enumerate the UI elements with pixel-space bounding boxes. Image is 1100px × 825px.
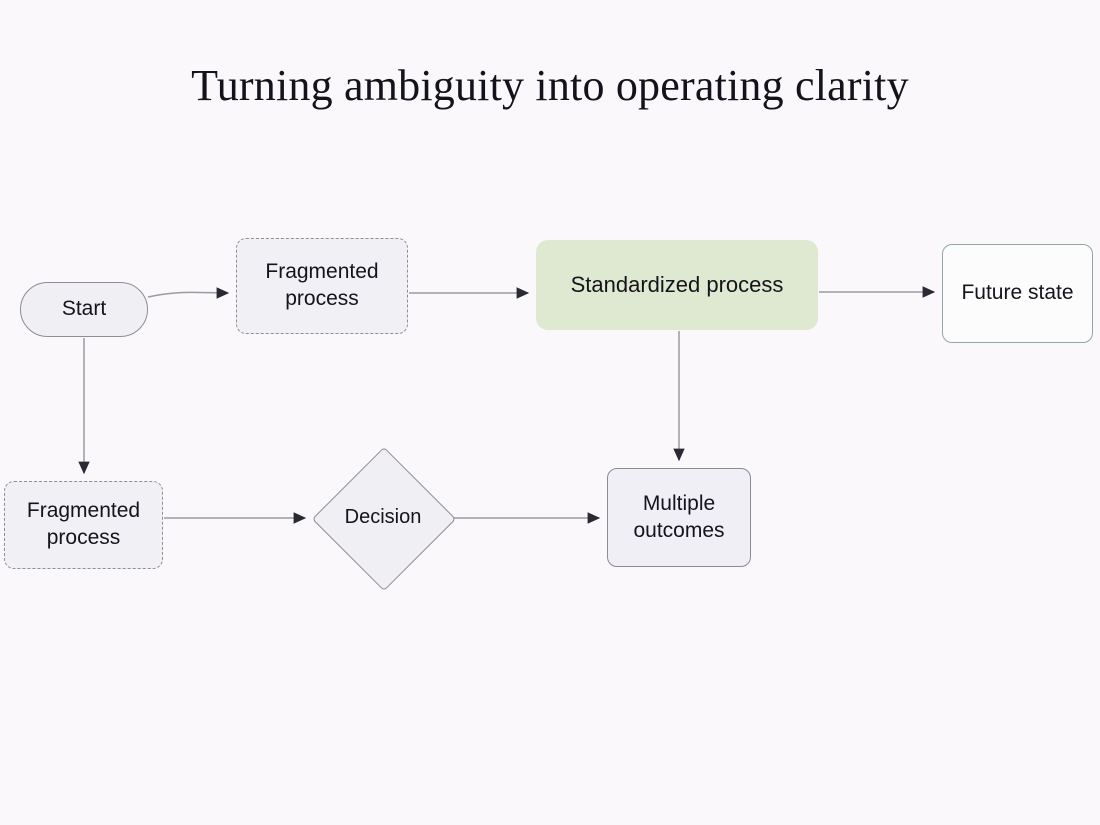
page-title: Turning ambiguity into operating clarity <box>191 61 909 110</box>
node-multiple-outcomes[interactable]: Multiple outcomes <box>607 468 751 567</box>
node-future-state[interactable]: Future state <box>942 244 1093 343</box>
node-decision[interactable]: Decision <box>311 446 457 592</box>
node-decision-label: Decision <box>344 506 422 529</box>
edge-start-to-fragmented-top <box>147 287 230 299</box>
node-start[interactable]: Start <box>20 282 148 337</box>
node-fragmented-process-top[interactable]: Fragmented process <box>236 238 408 334</box>
node-standardized-process[interactable]: Standardized process <box>536 240 818 330</box>
node-fragmented-process-bottom[interactable]: Fragmented process <box>4 481 163 569</box>
